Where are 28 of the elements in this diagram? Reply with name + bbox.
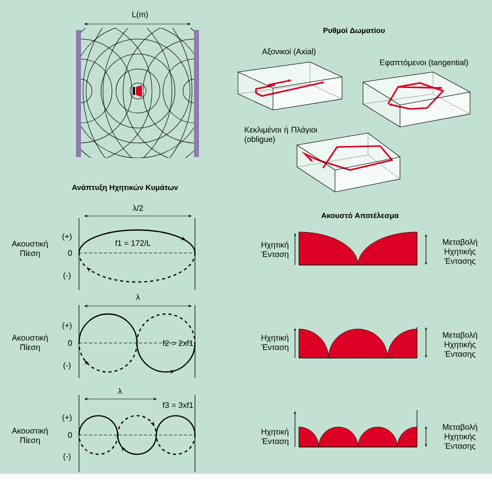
axis-label: (+): [62, 233, 72, 241]
axis-label: 0: [68, 432, 72, 438]
mode-label: Εφαπτόμενοι (tangential): [380, 59, 468, 67]
mode-label: Αξονικοί (Axial): [262, 48, 316, 56]
dimension-label: λ: [136, 294, 140, 300]
frequency-label: f2 = 2xf1: [162, 340, 194, 346]
axis-label: Ηχητική Ένταση: [261, 334, 288, 352]
axis-label: Μεταβολή Ηχητικής Έντασης: [443, 332, 478, 358]
axis-label: Μεταβολή Ηχητικής Έντασης: [443, 238, 478, 266]
axis-label: Ακουστική Πίεση: [12, 427, 48, 445]
axis-label: Ακουστική Πίεση: [12, 334, 48, 352]
axis-label: Ηχητική Ένταση: [261, 241, 288, 259]
axis-label: (-): [64, 362, 70, 370]
frequency-label: f1 = 172/L: [115, 240, 151, 246]
axis-label: Ακουστική Πίεση: [12, 240, 48, 258]
dimension-label: L(m): [132, 11, 148, 19]
mode-label: Κεκλιμένοι ή Πλάγιοι (obligue): [244, 126, 318, 144]
axis-label: Μεταβολή Ηχητικής Έντασης: [443, 424, 478, 450]
axis-label: (-): [64, 272, 70, 280]
axis-label: 0: [68, 340, 72, 346]
axis-label: (+): [62, 322, 72, 330]
axis-label: (+): [62, 414, 72, 422]
axis-label: (-): [64, 453, 70, 461]
dimension-label: λ: [118, 388, 122, 394]
axis-label: 0: [68, 250, 72, 256]
axis-label: Ηχητική Ένταση: [261, 428, 288, 446]
frequency-label: f3 = 3xf1: [162, 402, 194, 408]
dimension-label: λ/2: [132, 205, 143, 211]
